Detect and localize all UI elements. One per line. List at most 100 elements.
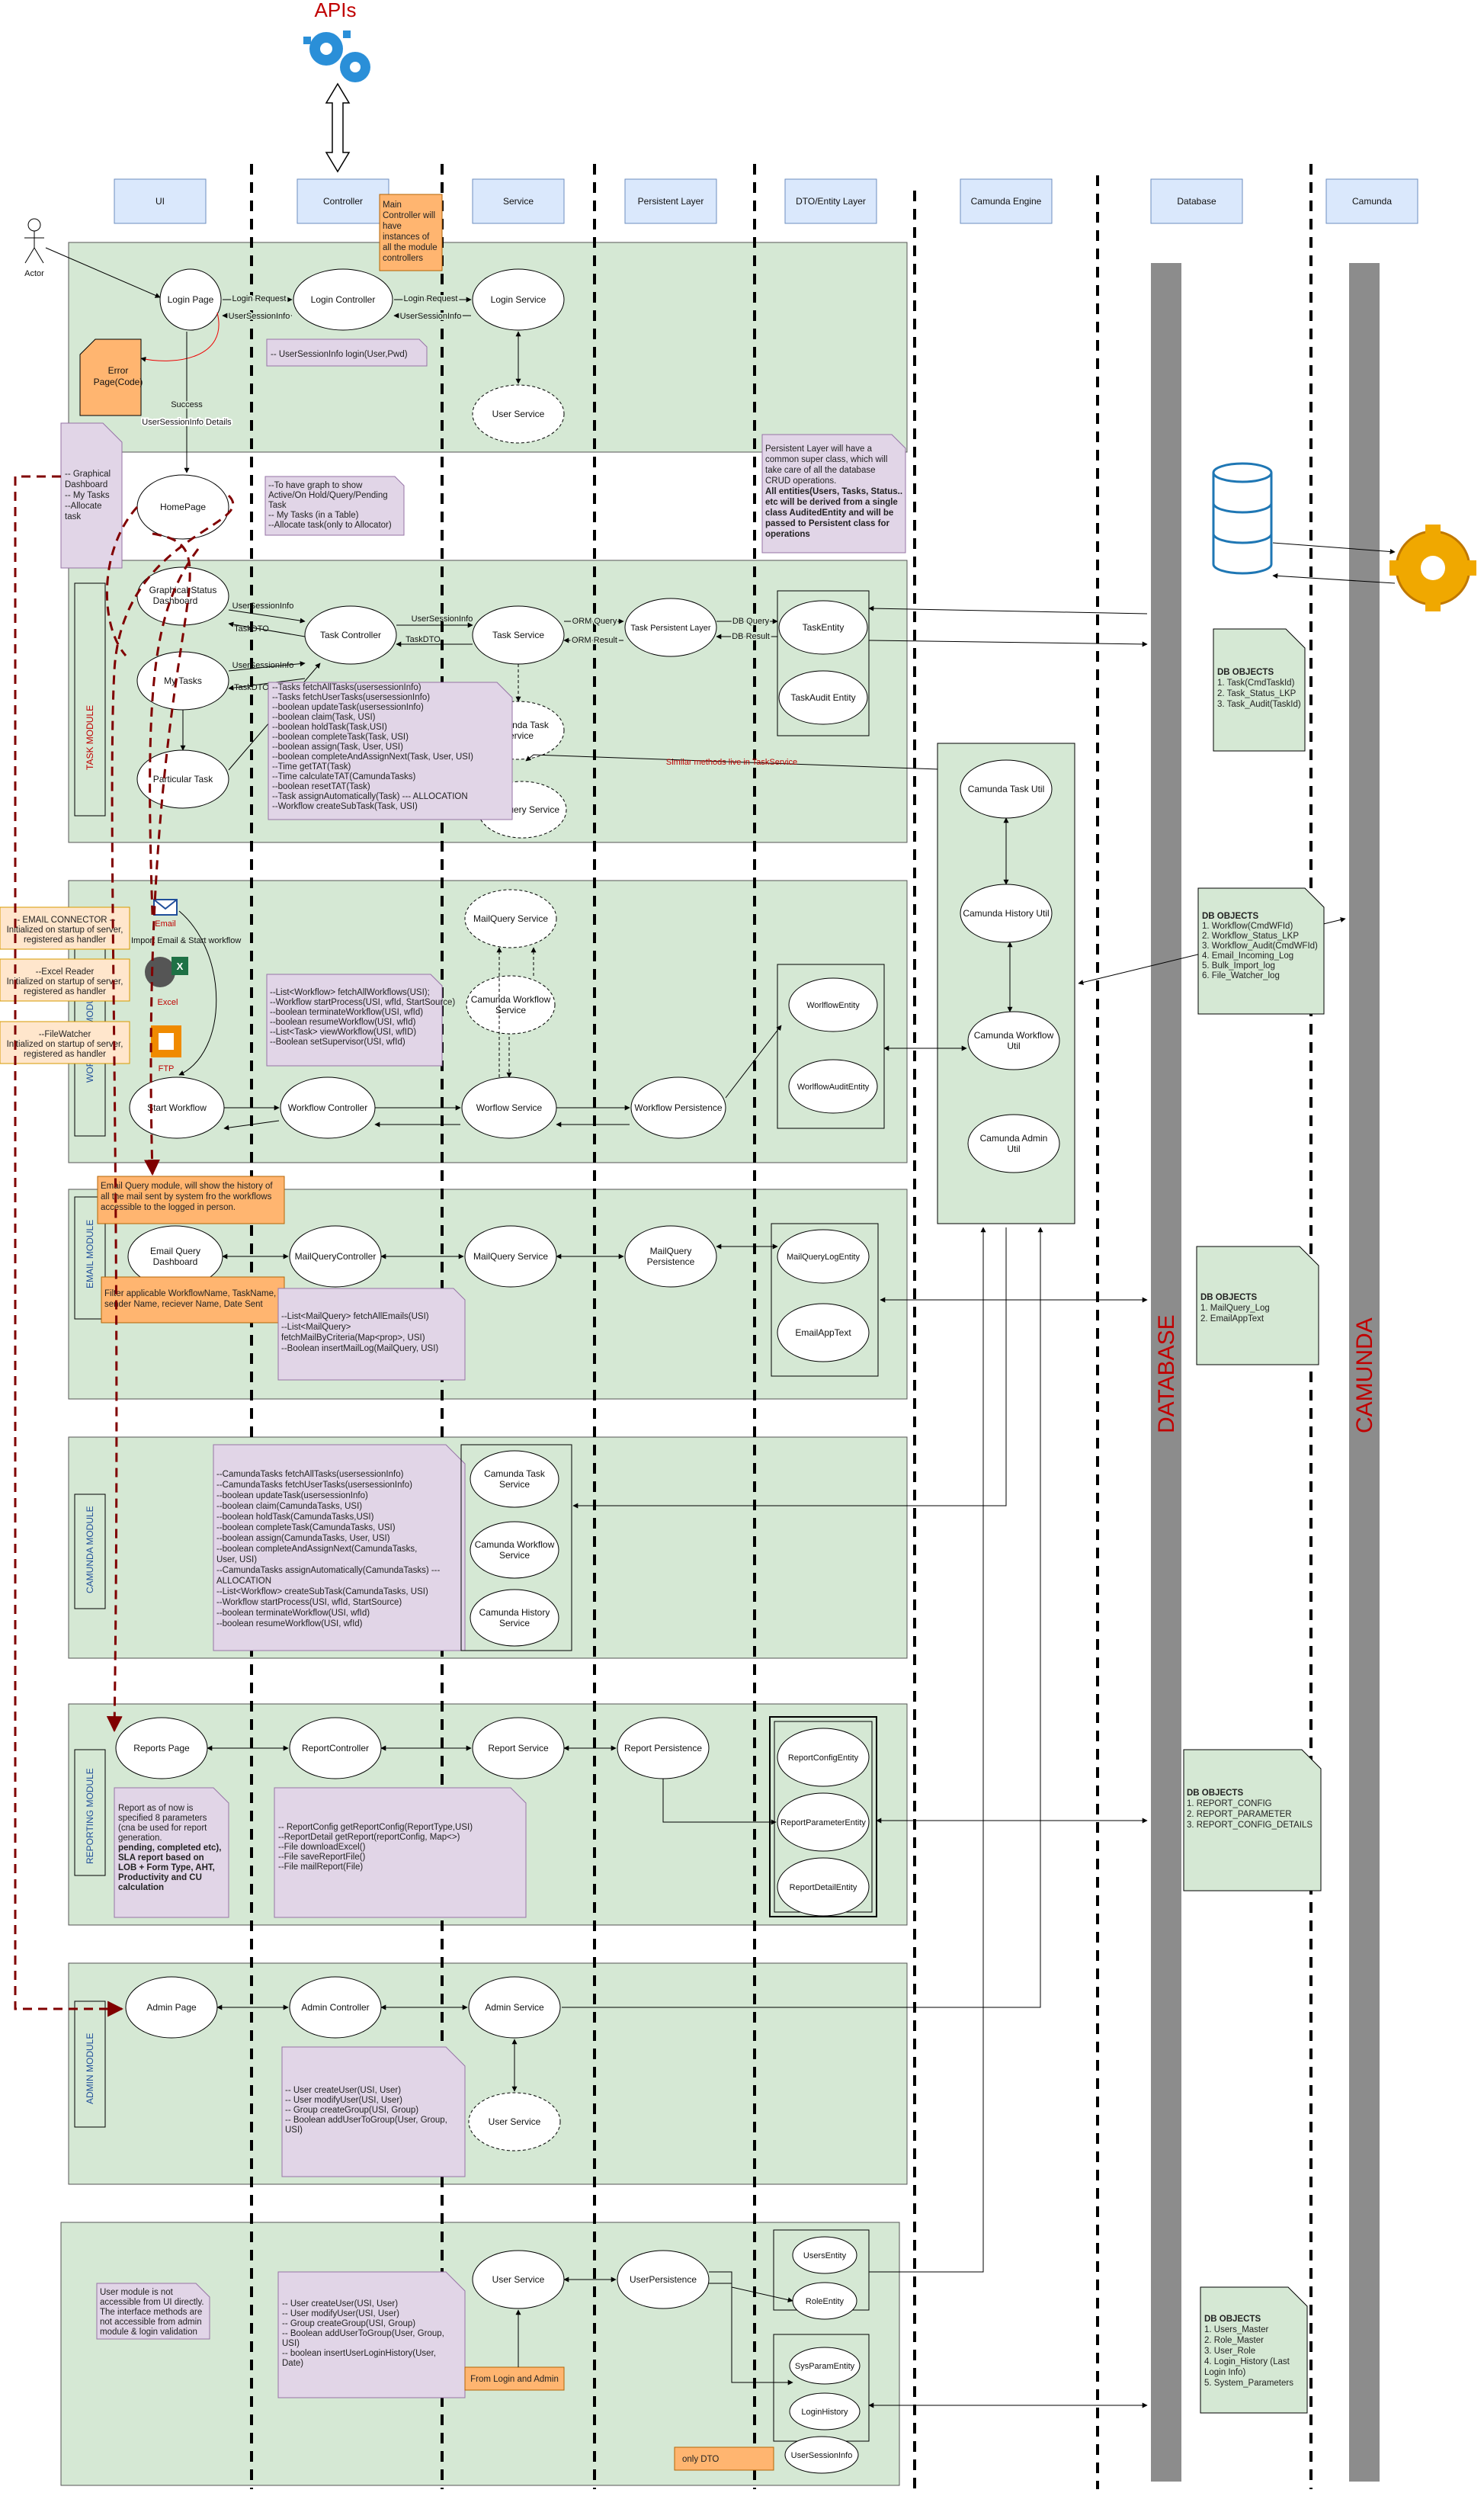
login-history-node[interactable]: LoginHistory: [789, 2392, 861, 2430]
task-audit-entity-node[interactable]: TaskAudit Entity: [778, 670, 868, 725]
svg-text:-- EMAIL CONNECTOR --Initializ: -- EMAIL CONNECTOR --Initialized on star…: [7, 916, 123, 945]
success-label: Success: [171, 400, 203, 409]
camunda-history-util-node[interactable]: Camunda History Util: [960, 884, 1053, 943]
email-query-module-note: Email Query module, will show the histor…: [97, 1176, 285, 1224]
particular-task-node[interactable]: Particular Task: [136, 749, 229, 809]
user-service-admin-node[interactable]: User Service: [468, 2092, 561, 2151]
workflow-audit-entity-node[interactable]: WorlflowAuditEntity: [788, 1059, 878, 1114]
users-entity-node[interactable]: UsersEntity: [792, 2236, 857, 2274]
login-controller-node[interactable]: Login Controller: [293, 268, 393, 331]
workflow-entity-node[interactable]: WorlflowEntity: [788, 977, 878, 1032]
database-cylinder-icon: [1212, 462, 1273, 575]
task-service-node[interactable]: Task Service: [472, 605, 565, 665]
user-service-node[interactable]: User Service: [472, 384, 565, 444]
admin-page-label: Admin Page: [146, 2002, 197, 2013]
workflow-persistence-node[interactable]: Workflow Persistence: [630, 1076, 726, 1139]
svg-text:From Login and Admin: From Login and Admin: [470, 2375, 559, 2384]
usersessioninfo-label-1: UserSessionInfo: [229, 312, 290, 321]
workflow-service-node[interactable]: Worflow Service: [461, 1076, 557, 1139]
report-detail-entity-node[interactable]: ReportDetailEntity: [777, 1857, 870, 1917]
task-persistent-label: Task Persistent Layer: [630, 624, 710, 633]
login-page-node[interactable]: Login Page: [159, 268, 222, 331]
email-icon-label: Email: [155, 919, 176, 929]
report-parameter-entity-node[interactable]: ReportParameterEntity: [777, 1792, 870, 1852]
taskdto-label-1: TaskDTO: [234, 624, 269, 634]
role-entity-node[interactable]: RoleEntity: [792, 2282, 857, 2320]
db-query-label: DB Query: [732, 617, 770, 626]
user-persistence-node[interactable]: UserPersistence: [617, 2250, 710, 2309]
ftp-icon-label: FTP: [159, 1064, 175, 1073]
usersession-info-node[interactable]: UserSessionInfo: [784, 2436, 859, 2474]
report-persistence-node[interactable]: Report Persistence: [617, 1717, 710, 1779]
excel-icon-label: Excel: [158, 998, 178, 1007]
report-controller-node[interactable]: ReportController: [289, 1717, 382, 1779]
admin-service-node[interactable]: Admin Service: [468, 1976, 561, 2039]
task-entity-node[interactable]: TaskEntity: [778, 600, 868, 655]
my-tasks-node[interactable]: My Tasks: [136, 651, 229, 711]
similar-methods-label: Similar methods live in TaskService: [666, 758, 797, 767]
email-app-text-node[interactable]: EmailAppText: [777, 1303, 870, 1362]
task-controller-node[interactable]: Task Controller: [304, 605, 397, 665]
login-request-label-2: Login Request: [404, 294, 458, 303]
mailquery-service-wf-label: MailQuery Service: [473, 913, 548, 924]
report-service-node[interactable]: Report Service: [472, 1717, 565, 1779]
mail-methods-note: --List<MailQuery> fetchAllEmails(USI)--L…: [277, 1288, 466, 1381]
svg-text:-- ReportConfig getReportConfi: -- ReportConfig getReportConfig(ReportTy…: [278, 1823, 473, 1872]
email-module-label: EMAIL MODULE: [85, 1220, 95, 1288]
email-icon: Email: [153, 899, 178, 929]
user-service2-node[interactable]: User Service: [472, 2250, 565, 2309]
report-config-entity-node[interactable]: ReportConfigEntity: [777, 1728, 870, 1787]
workflow-controller-node[interactable]: Workflow Controller: [280, 1076, 376, 1139]
admin-controller-node[interactable]: Admin Controller: [289, 1976, 382, 2039]
report-controller-label: ReportController: [302, 1743, 369, 1753]
reports-page-node[interactable]: Reports Page: [115, 1717, 208, 1779]
mailquery-controller-node[interactable]: MailQueryController: [289, 1225, 382, 1288]
sysparam-entity-node[interactable]: SysParamEntity: [789, 2347, 861, 2385]
svg-text:--List<Workflow> fetchAllWorkf: --List<Workflow> fetchAllWorkflows(USI);…: [270, 988, 455, 1047]
lane-ui: UI: [155, 196, 165, 207]
task-module-label: TASK MODULE: [85, 705, 95, 770]
task-persistent-node[interactable]: Task Persistent Layer: [624, 598, 717, 657]
start-workflow-node[interactable]: Start Workflow: [129, 1076, 225, 1139]
admin-page-node[interactable]: Admin Page: [125, 1976, 218, 2039]
mailquery-service-node[interactable]: MailQuery Service: [464, 1225, 557, 1288]
svg-text:Filter applicable WorkflowName: Filter applicable WorkflowName, TaskName…: [104, 1289, 276, 1309]
workflow-persistence-label: Workflow Persistence: [634, 1102, 722, 1113]
camunda-methods-note: --CamundaTasks fetchAllTasks(usersession…: [213, 1444, 466, 1651]
camunda-task-util-node[interactable]: Camunda Task Util: [960, 759, 1053, 819]
user-persistence-label: UserPersistence: [630, 2274, 697, 2285]
home-page-node[interactable]: HomePage: [136, 474, 229, 540]
login-service-node[interactable]: Login Service: [472, 268, 565, 331]
task-audit-entity-label: TaskAudit Entity: [790, 692, 855, 703]
sysparam-entity-label: SysParamEntity: [795, 2362, 855, 2371]
my-tasks-label: My Tasks: [164, 675, 202, 686]
mailquery-service-wf-node[interactable]: MailQuery Service: [464, 889, 557, 948]
svg-text:--Tasks fetchAllTasks(usersess: --Tasks fetchAllTasks(usersessionInfo)--…: [272, 683, 473, 811]
svg-text:-- UserSessionInfo login(User,: -- UserSessionInfo login(User,Pwd): [271, 350, 408, 359]
svg-text:-- User createUser(USI, User)-: -- User createUser(USI, User)-- User mod…: [285, 2086, 447, 2135]
camunda-module-label: CAMUNDA MODULE: [85, 1506, 95, 1593]
usersessioninfo-label-5: UserSessionInfo: [412, 614, 473, 624]
mailquery-log-entity-node[interactable]: MailQueryLogEntity: [777, 1229, 870, 1284]
lane-dto: DTO/Entity Layer: [796, 196, 866, 207]
svg-text:--CamundaTasks fetchAllTasks(u: --CamundaTasks fetchAllTasks(usersession…: [216, 1470, 441, 1628]
